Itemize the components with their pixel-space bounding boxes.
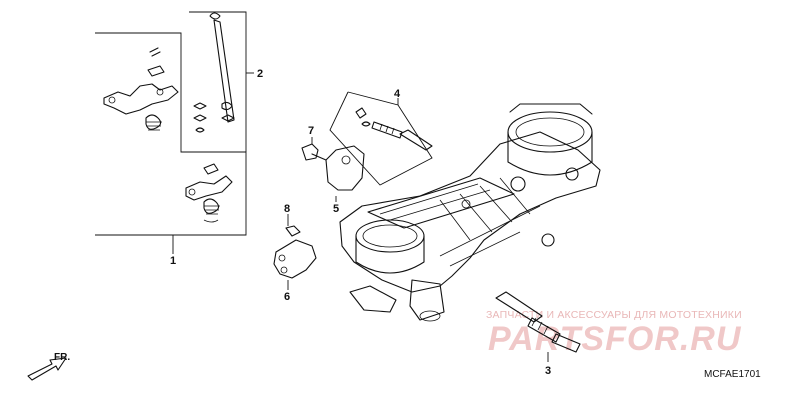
callout-5: 5 bbox=[333, 203, 339, 215]
diagram-code: MCFAE1701 bbox=[704, 369, 761, 380]
front-direction-arrow: FR. bbox=[27, 352, 70, 381]
callout-1: 1 bbox=[170, 255, 176, 267]
throttle-body bbox=[339, 103, 601, 322]
callout-8: 8 bbox=[284, 203, 290, 215]
adjust-screw-assembly bbox=[329, 91, 433, 186]
watermark-logo: PARTSFOR.RU bbox=[488, 320, 742, 358]
link-rod bbox=[193, 12, 235, 133]
link-plate-lower bbox=[185, 163, 233, 223]
bracket-part-6 bbox=[273, 214, 317, 290]
watermark-tagline: ЗАПЧАСТИ И АКСЕССУАРЫ ДЛЯ МОТОТЕХНИКИ bbox=[486, 309, 742, 321]
callout-3: 3 bbox=[545, 365, 551, 377]
bracket-part-5 bbox=[301, 137, 365, 202]
direction-label: FR. bbox=[54, 352, 70, 363]
callout-7: 7 bbox=[308, 125, 314, 137]
callout-2: 2 bbox=[257, 68, 263, 80]
link-plate-upper bbox=[103, 47, 179, 131]
sensor-part-3 bbox=[495, 291, 581, 362]
callout-6: 6 bbox=[284, 291, 290, 303]
bracket-group-1 bbox=[95, 11, 254, 254]
watermark: ЗАПЧАСТИ И АКСЕССУАРЫ ДЛЯ МОТОТЕХНИКИ PA… bbox=[486, 309, 742, 358]
callout-4: 4 bbox=[394, 88, 401, 100]
